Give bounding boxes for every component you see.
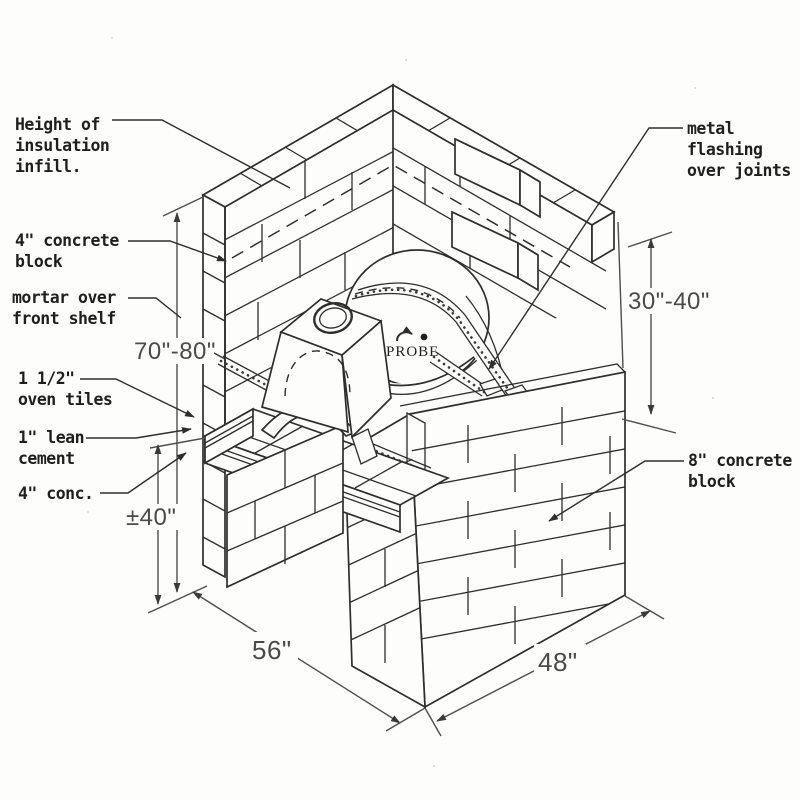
ledge-curb-line — [399, 363, 626, 407]
leader-mortar — [128, 297, 182, 319]
label-oven-tiles: 1 1/2" oven tiles — [18, 369, 112, 409]
support-pier — [226, 423, 344, 589]
label-lean-cement: 1" lean cement — [18, 428, 93, 468]
dimension-texts: 70"-80" ±40" 30"-40" 56" 48" — [126, 288, 710, 677]
arch-jamb — [351, 428, 378, 465]
toothing-block-2 — [451, 210, 539, 292]
dim-width: 48" — [538, 647, 578, 677]
label-concrete8: 8" concrete block — [688, 451, 800, 491]
leader-lean-cement — [86, 427, 192, 439]
leader-concrete8 — [548, 460, 684, 522]
back-corner-wall — [201, 83, 616, 579]
flue-opening — [313, 301, 353, 335]
hidden-arch-line — [284, 350, 351, 397]
dim-base-height: ±40" — [126, 504, 176, 531]
flashing-foot-2 — [479, 378, 503, 397]
callout-labels: Height of insulation infill. 4" concrete… — [12, 115, 800, 503]
insulation-height-line — [231, 164, 571, 268]
dim-depth: 56" — [252, 635, 292, 665]
leader-metal-flashing — [488, 127, 683, 370]
hood-top-face — [279, 298, 383, 356]
dim-upper-wall: 30"-40" — [628, 288, 710, 315]
probe-label: PROBE — [386, 344, 439, 360]
shelf-mortar-strip — [217, 355, 274, 392]
dim-text-masks — [124, 288, 712, 674]
leader-lines — [80, 119, 684, 522]
leader-conc4 — [100, 452, 187, 494]
probe-dot — [420, 333, 428, 341]
label-insulation: Height of insulation infill. — [15, 115, 119, 176]
toothing-block-1 — [454, 137, 541, 219]
label-concrete4: 4" concrete block — [15, 231, 128, 271]
label-mortar: mortar over front shelf — [12, 288, 125, 328]
label-conc4: 4" conc. — [18, 484, 93, 503]
leader-concrete4 — [128, 240, 227, 262]
paper-speckles — [87, 37, 715, 768]
leader-insulation — [112, 119, 291, 189]
dim-overall-height: 70"-80" — [134, 338, 216, 365]
vent-hood — [217, 298, 392, 465]
probe-marker: PROBE — [386, 326, 439, 360]
leader-oven-tiles — [80, 378, 195, 418]
flashing-strap-right — [429, 351, 503, 397]
toothing-top-course — [591, 210, 615, 264]
label-metal-flashing: metal flashing over joints — [687, 119, 791, 180]
